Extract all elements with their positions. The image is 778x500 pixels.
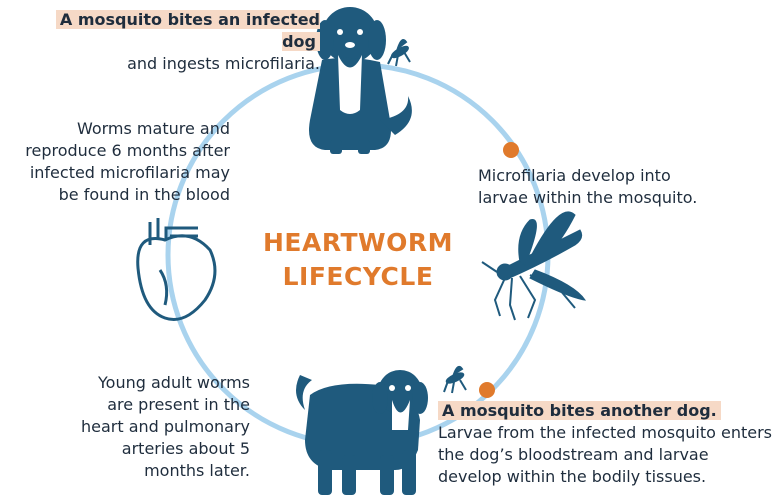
step-1-heading: A mosquito bites an infected dog <box>56 10 320 51</box>
sitting-dog-icon <box>309 7 412 154</box>
small-mosquito-icon-bottom <box>444 367 466 393</box>
step-3-heading: A mosquito bites another dog. <box>438 401 721 420</box>
step-4: Young adult worms are present in the hea… <box>70 372 250 482</box>
mosquito-icon <box>482 212 585 320</box>
lifecycle-title: HEARTWORM LIFECYCLE <box>230 226 486 294</box>
step-2-body: Microfilaria develop into larvae within … <box>478 165 723 209</box>
step-marker-1 <box>503 142 519 158</box>
step-2: Microfilaria develop into larvae within … <box>478 165 723 209</box>
step-1-body: and ingests microfilaria. <box>30 53 320 75</box>
small-mosquito-icon-top <box>388 40 410 66</box>
step-5: Worms mature and reproduce 6 months afte… <box>5 118 230 206</box>
title-line-1: HEARTWORM <box>230 226 486 260</box>
title-line-2: LIFECYCLE <box>230 260 486 294</box>
step-4-body: Young adult worms are present in the hea… <box>70 372 250 482</box>
step-3: A mosquito bites another dog. Larvae fro… <box>438 400 773 488</box>
step-5-body: Worms mature and reproduce 6 months afte… <box>5 118 230 206</box>
step-marker-2 <box>479 382 495 398</box>
step-3-body: Larvae from the infected mosquito enters… <box>438 422 773 488</box>
step-1: A mosquito bites an infected dog and ing… <box>30 9 320 75</box>
standing-dog-icon <box>296 370 428 495</box>
